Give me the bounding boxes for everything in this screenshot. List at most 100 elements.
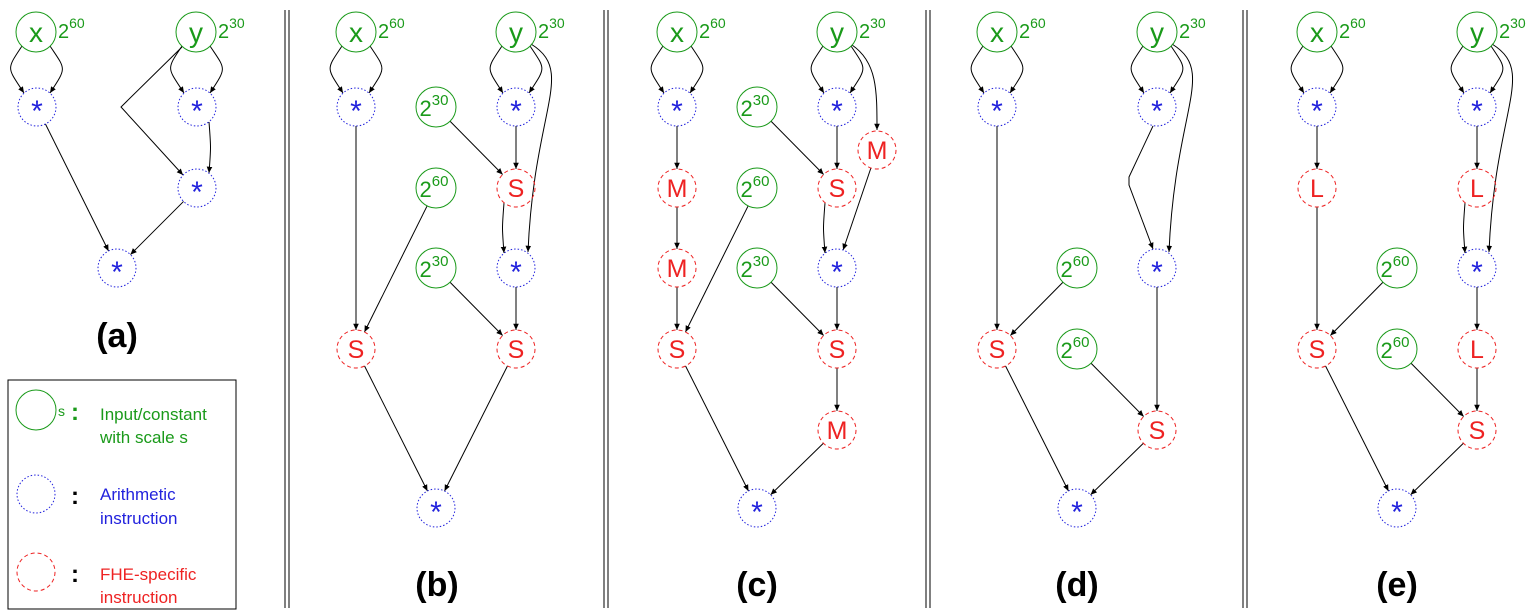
node-operator-text: * [191,176,203,209]
node-constant-text: 230 [420,253,449,282]
edge-x-to-m1 [10,45,25,94]
node-arith-m3: * [177,168,217,209]
node-arith-m4: * [737,488,777,529]
node-circle [736,86,778,128]
edge-x-to-m1 [689,45,704,94]
node-operator-text: * [111,256,123,289]
node-circle [496,87,536,127]
node-circle [657,329,697,369]
edge-y-to-m2 [1130,45,1145,94]
edges-layer [10,43,1513,496]
node-circle [1296,11,1338,53]
node-variable-text: x [1310,17,1324,48]
edge-s2-to-m4 [1410,442,1464,496]
node-fhe-s1: S [1297,329,1337,369]
panel-labels-layer: (a)(b)(c)(d)(e) [96,317,1418,604]
node-scale-text: 230 [218,15,245,43]
edge-y-to-m3 [1166,43,1193,253]
node-const-c2: 260 [1376,328,1418,370]
node-circle [1137,410,1177,450]
edge-x-to-m1 [1290,45,1305,94]
node-fhe-s1: S [977,329,1017,369]
node-constant-text: 260 [420,173,449,202]
node-circle [817,87,857,127]
node-fhe-s1: S [496,168,536,208]
node-fhe-op-text: L [1310,175,1324,203]
node-operator-text: * [1151,95,1163,128]
edge-c2-to-s2 [364,205,428,333]
node-circle [817,329,857,369]
node-fhe-op-text: S [348,336,365,364]
node-const-c1: 260 [1056,247,1098,289]
node-fhe-L3: L [1457,329,1497,369]
node-arith-m4: * [1377,488,1417,529]
node-arith-m1: * [17,87,57,128]
node-operator-text: * [31,95,43,128]
edge-m2-to-m3 [1128,125,1154,250]
node-fhe-op-text: M [827,417,848,445]
edge-m3-to-m4 [130,201,184,255]
edge-m1-to-m4 [45,123,109,252]
edge-s1-to-m3 [500,202,507,254]
node-constant-text: 260 [1381,253,1410,282]
edge-s2-to-m4 [685,365,749,492]
edge-c2-to-s2 [1410,362,1465,417]
panel-label: (d) [1055,566,1098,604]
node-circle [175,11,217,53]
edge-y-to-m3 [525,43,552,253]
edge-y-to-M1 [851,44,880,131]
edge-y-to-m2 [528,45,543,94]
edge-s1-to-m4 [1005,365,1069,492]
node-circle [1136,11,1178,53]
legend-arith-symbol [16,474,56,514]
node-const-c3: 230 [736,247,778,289]
node-scale-text: 230 [1499,15,1526,43]
edge-c1-to-s1 [770,120,825,175]
edge-c1-to-s1 [1009,281,1064,336]
edge-c3-to-s3 [770,281,825,336]
node-operator-text: * [1391,496,1403,529]
node-circle [1297,87,1337,127]
node-circle [336,87,376,127]
node-fhe-op-text: S [508,336,525,364]
legend-input-scale-symbol: s [58,403,65,419]
legend-fhe-label-1: FHE-specific [100,565,197,584]
node-scale-text: 260 [1019,15,1046,43]
edge-c2-to-s2 [1090,362,1145,417]
node-circle [1297,168,1337,208]
node-scale-text: 230 [1179,15,1206,43]
edge-y-to-m2 [209,45,223,94]
node-arith-m2: * [1457,87,1497,128]
node-circle [1137,87,1177,127]
node-operator-text: * [831,95,843,128]
node-operator-text: * [1151,256,1163,289]
node-const-c1: 260 [1376,247,1418,289]
node-operator-text: * [1071,496,1083,529]
edge-y-to-m2 [810,45,825,94]
node-constant-text: 260 [1061,253,1090,282]
node-const-c1: 230 [415,86,457,128]
legend-arith-label-1: Arithmetic [100,485,176,504]
node-arith-m3: * [1457,248,1497,289]
node-fhe-op-text: S [1469,417,1486,445]
node-variable-text: y [1150,17,1164,48]
node-scale-text: 260 [699,15,726,43]
legend-input-colon: : [71,399,79,426]
node-circle [496,248,536,288]
node-scale-text: 230 [859,15,886,43]
node-fhe-op-text: S [989,336,1006,364]
legend-arith-label-2: instruction [100,509,177,528]
node-const-c2: 260 [415,167,457,209]
node-fhe-Ma: M [657,168,697,208]
node-arith-m1: * [977,87,1017,128]
node-constant-text: 260 [1061,334,1090,363]
node-circle [817,410,857,450]
node-circle [657,248,697,288]
node-const-c2: 260 [1056,328,1098,370]
